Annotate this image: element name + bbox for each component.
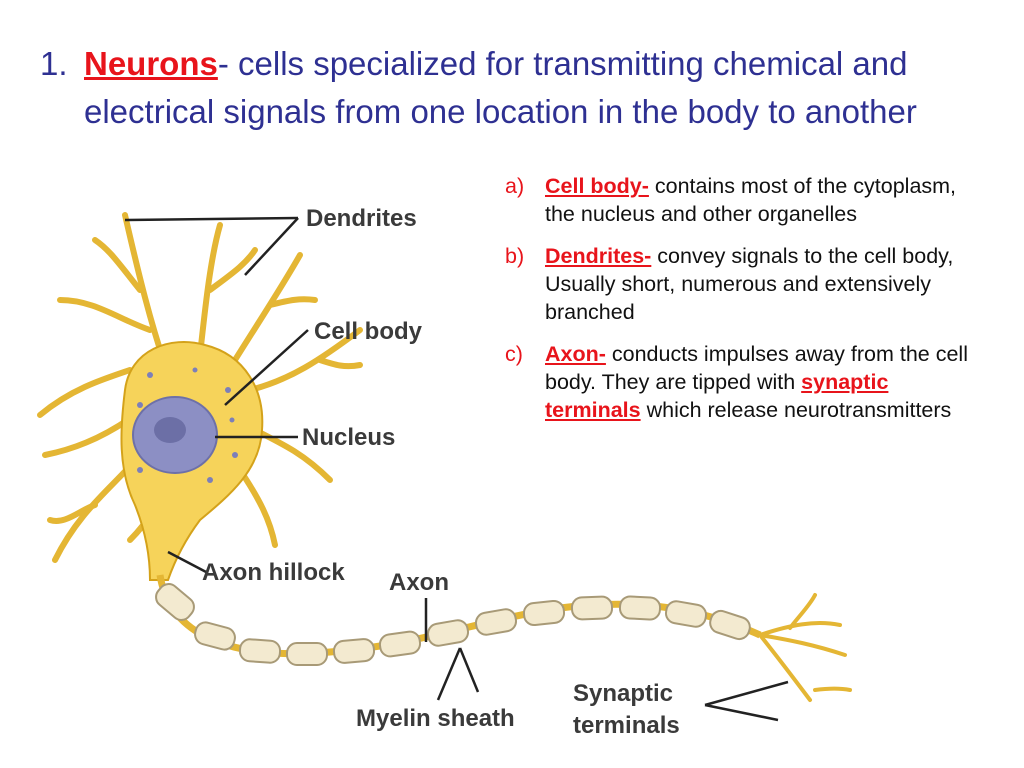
leader-lines (124, 216, 789, 722)
list-keyword: Dendrites- (545, 244, 652, 268)
list-marker: c) (505, 342, 523, 366)
list-text: which release neurotransmitters (640, 398, 952, 422)
list-text: convey signals to the cell body, Usually… (545, 244, 954, 324)
organelle-dots (137, 367, 238, 483)
nucleus-label: Nucleus (302, 424, 396, 451)
myelin-sheath-segments (155, 583, 751, 666)
synaptic-terminal-branches (758, 593, 852, 702)
heading-term: Neurons (84, 45, 218, 82)
synaptic-label-line1: Synaptic (573, 680, 674, 707)
list-keyword: Cell body- (545, 174, 649, 198)
axon-hillock-label: Axon hillock (202, 559, 345, 586)
list-marker: a) (505, 174, 525, 198)
heading-number: 1. (40, 45, 68, 82)
axon-label: Axon (389, 569, 449, 596)
list-keyword: Axon- (545, 342, 606, 366)
cell-body-label: Cell body (314, 318, 423, 345)
list-item-dendrites: b) Dendrites- convey signals to the cell… (505, 242, 975, 326)
list-highlight: synaptic terminals (545, 370, 889, 422)
definition-list: a) Cell body- contains most of the cytop… (505, 172, 975, 438)
heading-body: Neurons- cells specialized for transmitt… (84, 40, 1014, 136)
dendrites-label: Dendrites (306, 205, 417, 232)
myelin-sheath-label: Myelin sheath (356, 705, 515, 732)
list-text: contains most of the cytoplasm, the nucl… (545, 174, 957, 226)
list-item-cell-body: a) Cell body- contains most of the cytop… (505, 172, 975, 228)
heading-text: - cells specialized for transmitting che… (84, 45, 917, 130)
list-marker: b) (505, 244, 525, 268)
synaptic-label-line2: terminals (573, 712, 680, 739)
list-item-axon: c) Axon- conducts impulses away from the… (505, 340, 975, 424)
list-text: conducts impulses away from the cell bod… (545, 342, 968, 394)
